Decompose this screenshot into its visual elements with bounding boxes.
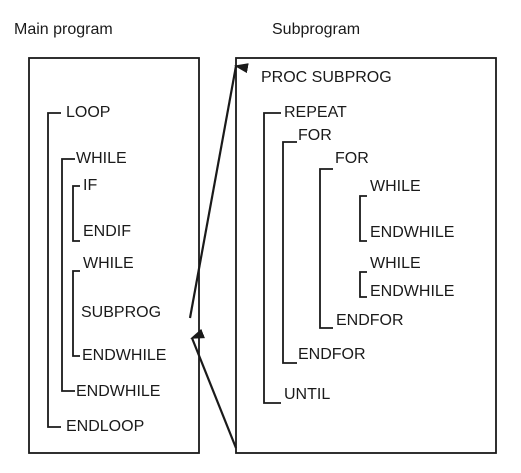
sub-stmt-until: UNTIL [284, 386, 331, 403]
subprogram-frame [235, 57, 497, 454]
bracket-loop [47, 112, 61, 428]
main-stmt-endwhile-outer: ENDWHILE [76, 383, 161, 400]
bracket-while-b [359, 271, 367, 298]
bracket-for-inner [319, 168, 333, 329]
sub-stmt-endwhile-a: ENDWHILE [370, 224, 455, 241]
sub-stmt-endfor-inner: ENDFOR [336, 312, 404, 329]
main-stmt-endwhile-inner: ENDWHILE [82, 347, 167, 364]
bracket-while-outer [61, 158, 75, 392]
sub-stmt-while-a: WHILE [370, 178, 421, 195]
sub-stmt-for-inner: FOR [335, 150, 369, 167]
bracket-repeat [263, 112, 281, 404]
main-stmt-while-inner: WHILE [83, 255, 134, 272]
sub-stmt-for-outer: FOR [298, 127, 332, 144]
main-stmt-endloop: ENDLOOP [66, 418, 145, 435]
main-stmt-while: WHILE [76, 150, 127, 167]
sub-stmt-repeat: REPEAT [284, 104, 347, 121]
main-program-heading: Main program [14, 21, 113, 38]
bracket-for-outer [282, 141, 297, 364]
call-arrow [188, 63, 249, 319]
subprogram-heading: Subprogram [272, 21, 361, 38]
bracket-while-a [359, 195, 367, 242]
sub-stmt-endfor-outer: ENDFOR [298, 346, 366, 363]
main-stmt-subprog-call: SUBPROG [81, 304, 162, 321]
main-stmt-if: IF [83, 177, 98, 194]
bracket-while-inner [72, 270, 80, 357]
main-stmt-endif: ENDIF [83, 223, 131, 240]
sub-stmt-while-b: WHILE [370, 255, 421, 272]
main-stmt-loop: LOOP [66, 104, 111, 121]
sub-stmt-endwhile-b: ENDWHILE [370, 283, 455, 300]
return-arrow [190, 328, 238, 449]
bracket-if [72, 185, 80, 242]
sub-stmt-proc: PROC SUBPROG [261, 69, 392, 86]
main-program-frame [28, 57, 200, 454]
